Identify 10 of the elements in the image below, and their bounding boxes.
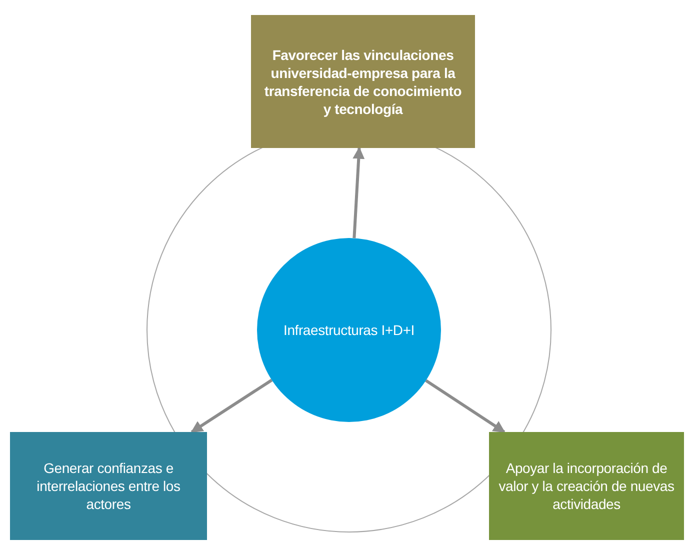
box-label: Generar confianzas e interrelaciones entre los actores xyxy=(36,459,182,513)
arrow xyxy=(425,379,506,434)
goal-box xyxy=(251,15,475,148)
circle-label: Infraestructuras I+D+I xyxy=(284,321,414,339)
box-label: Favorecer las vinculaciones universidad-empresa para la transferencia de conocimiento y tecnología xyxy=(263,46,463,118)
goal-box xyxy=(489,432,684,540)
arrow xyxy=(190,378,273,434)
box-label: Apoyar la incorporación de valor y la creación de nuevas actividades xyxy=(498,459,676,513)
arrow xyxy=(352,146,365,238)
goal-box xyxy=(10,432,207,540)
